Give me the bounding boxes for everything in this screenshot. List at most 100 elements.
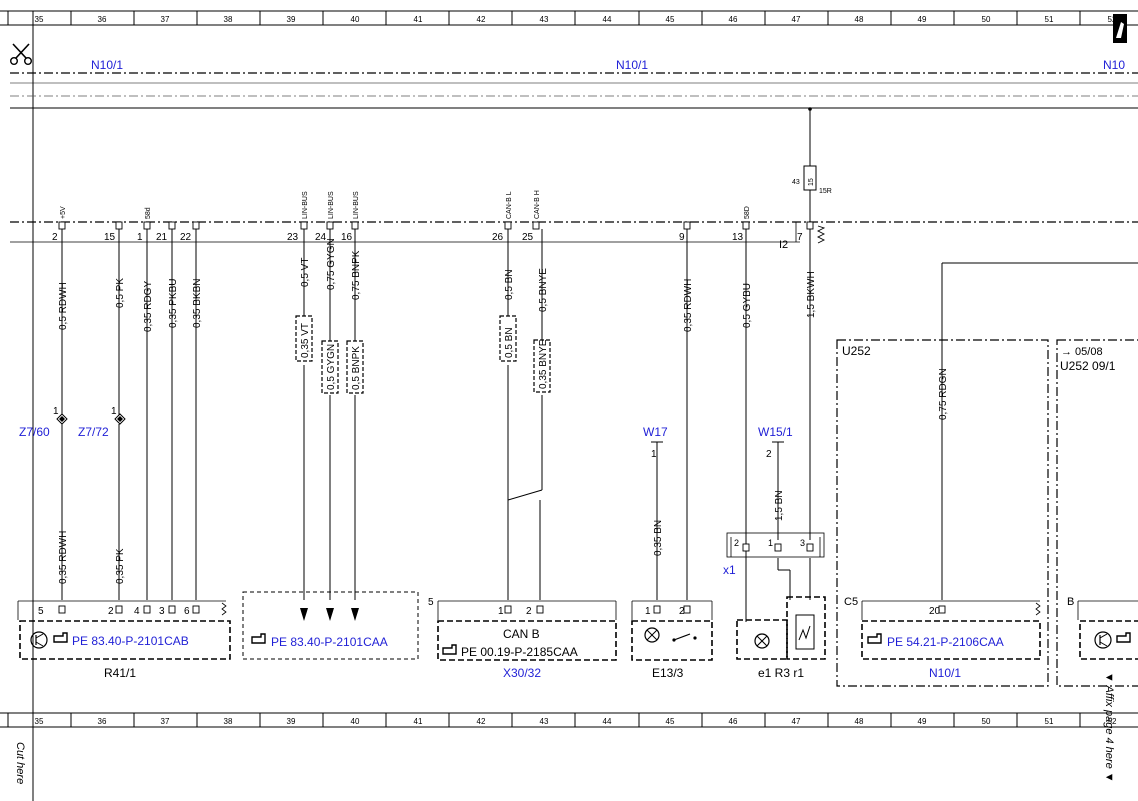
pin-number: 21 <box>156 232 168 243</box>
pin-signal: CAN-B L <box>506 191 513 219</box>
pin-signal: 58D <box>744 206 751 219</box>
bus-label-mid: N10/1 <box>616 58 648 72</box>
b-component <box>1077 600 1138 660</box>
grid-bottom-num: 52 <box>1108 717 1117 726</box>
grid-top-num: 41 <box>414 15 423 24</box>
pin-signal: 58d <box>145 207 152 219</box>
pin-contact <box>532 221 540 230</box>
pin-contact <box>58 605 66 614</box>
wire-label: 0,35 PKBU <box>168 279 179 328</box>
u252-right-label: U252 09/1 <box>1060 359 1116 373</box>
x1-pin-1: 1 <box>768 538 773 548</box>
grid-top-num: 50 <box>982 15 991 24</box>
u252-box <box>836 339 1049 687</box>
grid-bottom <box>0 712 1138 728</box>
wire-label: 0,35 RDGY <box>143 281 154 332</box>
grid-top-num: 35 <box>35 15 44 24</box>
pin-contact <box>300 221 308 230</box>
pin-contact <box>504 221 512 230</box>
u252-right-arrow: → 05/08 <box>1061 346 1103 358</box>
pin-signal: +5V <box>60 206 67 219</box>
splice-z772-num: 1 <box>111 406 117 417</box>
r3-component <box>736 596 826 660</box>
lin-component <box>242 591 419 660</box>
grid-bottom-num: 39 <box>287 717 296 726</box>
pin-number: 9 <box>679 232 685 243</box>
grid-top-num: 46 <box>729 15 738 24</box>
pin-contact <box>115 221 123 230</box>
n101-ref[interactable]: PE 54.21-P-2106CAA <box>887 635 1004 649</box>
r411-name: R41/1 <box>104 666 136 680</box>
r411-pin-6: 6 <box>184 606 190 617</box>
pin-contact <box>806 543 814 552</box>
r411-ref[interactable]: PE 83.40-P-2101CAB <box>72 634 189 648</box>
grid-top-num: 39 <box>287 15 296 24</box>
e133-pin-2: 2 <box>679 606 685 617</box>
connector-label: 0,35 BNYE <box>538 339 549 389</box>
x1-connector <box>726 532 825 558</box>
pin-contact <box>683 221 691 230</box>
glue-tab-icon <box>1113 14 1127 43</box>
cut-here-text: Cut here <box>14 742 26 784</box>
grid-bottom-num: 38 <box>224 717 233 726</box>
grid-top-num: 51 <box>1045 15 1054 24</box>
n101-side: C5 <box>844 596 858 608</box>
pin-number: 23 <box>287 232 299 243</box>
lamp-icon <box>644 627 660 643</box>
wire-label: 0,35 BN <box>653 520 664 556</box>
r411-pin-4: 4 <box>134 606 140 617</box>
e133-pin-1: 1 <box>645 606 651 617</box>
wire-label: 0,75 BNPK <box>351 250 362 300</box>
wires <box>58 229 1138 622</box>
pin-contact <box>192 605 200 614</box>
grid-top-num: 52 <box>1108 15 1117 24</box>
grid-bottom-num: 37 <box>161 717 170 726</box>
pin-contact <box>143 605 151 614</box>
wire-label: 0,75 RDGN <box>938 368 949 420</box>
pin-contact <box>536 605 544 614</box>
splice-z760 <box>56 413 68 425</box>
pin-contact <box>58 221 66 230</box>
grid-bottom-num: 48 <box>855 717 864 726</box>
grid-top-num: 44 <box>603 15 612 24</box>
splice-z772 <box>114 413 126 425</box>
inline-connector <box>321 340 339 394</box>
ref-w151: W15/1 <box>758 425 793 439</box>
grid-bottom-num: 41 <box>414 717 423 726</box>
pin-contact <box>683 605 691 614</box>
pin-number: 24 <box>315 232 327 243</box>
i2-label: I2 <box>779 239 788 251</box>
wire-label: 1,5 BN <box>774 490 785 521</box>
grid-top-num: 36 <box>98 15 107 24</box>
resistor-symbol <box>816 225 826 244</box>
pin-signal: LIN-BUS <box>302 191 309 219</box>
lin-ref[interactable]: PE 83.40-P-2101CAA <box>271 635 388 649</box>
can-title: CAN B <box>503 627 540 641</box>
grid-bottom-num: 45 <box>666 717 675 726</box>
wire-label: 0,75 GYGN <box>326 238 337 290</box>
arrow-icon <box>351 608 359 621</box>
pin-number: 15 <box>104 232 116 243</box>
can-ref[interactable]: PE 00.19-P-2185CAA <box>461 645 578 659</box>
n101-name: N10/1 <box>929 666 961 680</box>
n101-bus-lines <box>10 72 1138 109</box>
grid-bottom-num: 42 <box>477 717 486 726</box>
pin-number: 13 <box>732 232 744 243</box>
fuse-right-label: 15R <box>819 188 832 195</box>
grid-top-num: 37 <box>161 15 170 24</box>
connector-label: 0,5 BN <box>504 327 515 358</box>
ref-w17: W17 <box>643 425 668 439</box>
e133-component <box>631 600 713 661</box>
ref-w17-num: 1 <box>651 449 657 460</box>
wire-label: 0,35 BKBN <box>192 279 203 328</box>
grid-top-num: 42 <box>477 15 486 24</box>
can-b-component <box>437 600 617 661</box>
wire-label: 0,35 RDWH <box>683 279 694 332</box>
switch-icon <box>672 633 697 642</box>
wire-label: 0,5 VT <box>300 258 311 287</box>
pin-contact <box>192 221 200 230</box>
pointing-hand-icon <box>251 633 266 644</box>
fuse-left-label: 43 <box>792 179 800 186</box>
